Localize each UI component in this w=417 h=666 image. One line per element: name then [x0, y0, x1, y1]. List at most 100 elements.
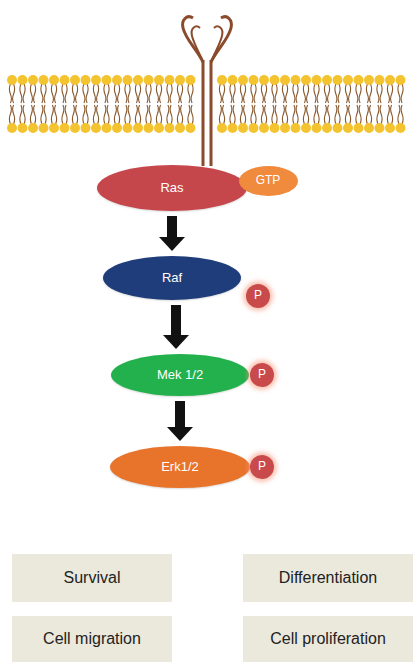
lipid-tail — [314, 84, 316, 103]
pathway-arrow — [167, 401, 193, 441]
lipid-head — [133, 123, 143, 133]
lipid-tail — [366, 84, 368, 103]
lipid-tail — [240, 84, 242, 103]
protein-ellipse: Ras — [97, 165, 247, 211]
lipid-tail — [251, 105, 253, 124]
lipid-head — [217, 123, 227, 133]
phospho-badge: P — [250, 455, 274, 479]
lipid-tail — [254, 84, 256, 103]
lipid-head — [291, 75, 301, 85]
lipid-tail — [107, 105, 109, 124]
lipid-tail — [55, 105, 57, 124]
outcome-box: Survival — [12, 554, 172, 602]
lipid-tail — [128, 105, 130, 124]
node-label: Cell migration — [43, 630, 141, 648]
lipid-tail — [191, 105, 193, 124]
lipid-head — [102, 123, 112, 133]
lipid-tail — [51, 84, 53, 103]
lipid-head — [333, 123, 343, 133]
lipid-tail — [125, 84, 127, 103]
lipid-tail — [275, 84, 277, 103]
lipid-tail — [345, 84, 347, 103]
lipid-tail — [251, 84, 253, 103]
lipid-head — [39, 123, 49, 133]
lipid-tail — [391, 105, 393, 124]
lipid-tail — [286, 84, 288, 103]
lipid-head — [154, 123, 164, 133]
lipid-tail — [149, 105, 151, 124]
lipid-tail — [135, 105, 137, 124]
lipid-head — [322, 75, 332, 85]
pathway-arrow — [163, 305, 189, 349]
lipid-tail — [97, 84, 99, 103]
lipid-tail — [317, 84, 319, 103]
lipid-head — [165, 123, 175, 133]
lipid-tail — [188, 84, 190, 103]
lipid-tail — [349, 84, 351, 103]
lipid-tail — [380, 105, 382, 124]
lipid-tail — [359, 105, 361, 124]
lipid-tail — [62, 105, 64, 124]
lipid-tail — [125, 105, 127, 124]
lipid-tail — [83, 105, 85, 124]
lipid-head — [18, 123, 28, 133]
lipid-tail — [261, 105, 263, 124]
lipid-tail — [65, 105, 67, 124]
lipid-tail — [167, 84, 169, 103]
lipid-tail — [156, 105, 158, 124]
lipid-head — [270, 123, 280, 133]
lipid-tail — [219, 84, 221, 103]
lipid-head — [217, 75, 227, 85]
lipid-head — [175, 123, 185, 133]
lipid-head — [39, 75, 49, 85]
lipid-tail — [44, 105, 46, 124]
lipid-head — [228, 75, 238, 85]
lipid-tail — [328, 105, 330, 124]
lipid-tail — [370, 105, 372, 124]
lipid-tail — [13, 84, 15, 103]
node-label: Differentiation — [279, 569, 377, 587]
lipid-tail — [76, 84, 78, 103]
lipid-tail — [149, 84, 151, 103]
lipid-tail — [401, 84, 403, 103]
lipid-head — [301, 123, 311, 133]
lipid-tail — [254, 105, 256, 124]
lipid-tail — [265, 84, 267, 103]
lipid-tail — [398, 105, 400, 124]
lipid-head — [396, 123, 406, 133]
lipid-tail — [156, 84, 158, 103]
lipid-tail — [191, 84, 193, 103]
lipid-tail — [139, 105, 141, 124]
node-label: Mek 1/2 — [157, 368, 203, 382]
lipid-head — [301, 75, 311, 85]
lipid-tail — [370, 84, 372, 103]
lipid-tail — [86, 84, 88, 103]
lipid-head — [249, 75, 259, 85]
lipid-head — [238, 75, 248, 85]
lipid-tail — [20, 105, 22, 124]
lipid-head — [91, 75, 101, 85]
lipid-head — [123, 75, 133, 85]
lipid-tail — [104, 105, 106, 124]
lipid-head — [112, 123, 122, 133]
lipid-tail — [356, 84, 358, 103]
lipid-head — [144, 75, 154, 85]
node-label: Erk1/2 — [161, 460, 199, 474]
lipid-tail — [377, 84, 379, 103]
lipid-head — [18, 75, 28, 85]
lipid-tail — [328, 84, 330, 103]
lipid-tail — [244, 84, 246, 103]
lipid-tail — [282, 84, 284, 103]
lipid-tail — [30, 84, 32, 103]
lipid-tail — [41, 105, 43, 124]
node-label: Survival — [64, 569, 121, 587]
lipid-tail — [401, 105, 403, 124]
lipid-tail — [160, 84, 162, 103]
lipid-head — [280, 75, 290, 85]
outcome-box: Cell migration — [12, 616, 172, 662]
lipid-tail — [76, 105, 78, 124]
lipid-head — [70, 123, 80, 133]
lipid-tail — [335, 105, 337, 124]
lipid-head — [81, 123, 91, 133]
lipid-tail — [9, 105, 11, 124]
